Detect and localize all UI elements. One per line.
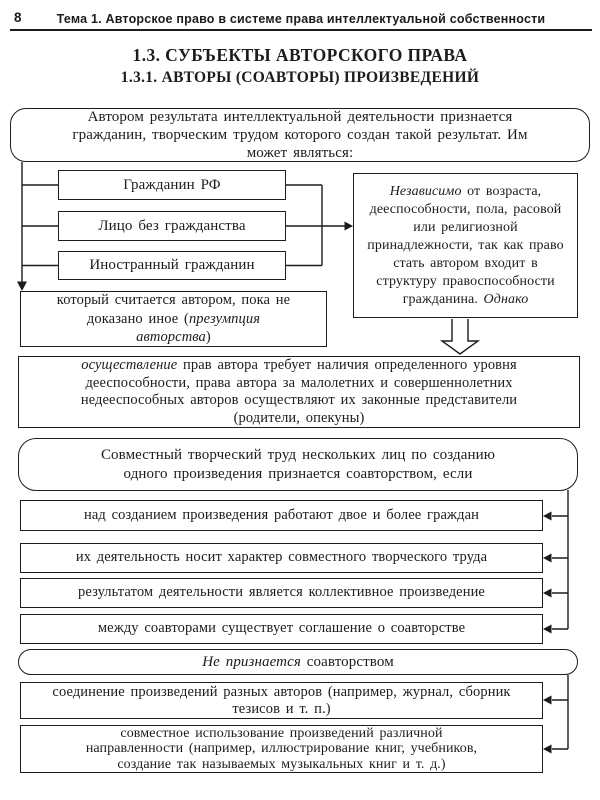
capacity-text: осуществление прав автора требует наличи…	[80, 357, 518, 426]
arrowhead-left-d2	[543, 744, 552, 754]
presumption-box: который считается автором, пока не доказ…	[20, 291, 327, 347]
page-number: 8	[14, 10, 22, 25]
independence-box: Независимо от возраста, дееспособности, …	[353, 173, 578, 318]
coauthorship-header-box: Совместный творческий труд нескольких ли…	[18, 438, 578, 491]
condition-box-1: над созданием произведения работают двое…	[20, 500, 543, 531]
not-coauthorship-item-2: совместное использование произведений ра…	[20, 725, 543, 773]
condition-text-1: над созданием произведения работают двое…	[84, 506, 479, 523]
down-block-arrow	[439, 319, 481, 355]
subsection-title: 1.3.1. АВТОРЫ (СОАВТОРЫ) ПРОИЗВЕДЕНИЙ	[120, 69, 480, 86]
arrowhead-left-c1	[543, 511, 552, 521]
right-branch-lines	[286, 184, 322, 267]
citizen-rf-box: Гражданин РФ	[58, 170, 286, 200]
author-definition-box: Автором результата интеллектуальной деят…	[10, 108, 590, 162]
arrowhead-left-c4	[543, 624, 552, 634]
not-coauthorship-item-1: соединение произведений разных авторов (…	[20, 682, 543, 719]
condition-arrow-lines	[552, 515, 568, 630]
not-coauthorship-text-1: соединение произведений разных авторов (…	[52, 683, 511, 717]
condition-text-4: между соавторами существует соглашение о…	[97, 620, 466, 637]
independence-text: Независимо от возраста, дееспособности, …	[367, 183, 564, 307]
capacity-box: осуществление прав автора требует наличи…	[18, 356, 580, 428]
arrowhead-left-c3	[543, 588, 552, 598]
condition-text-2: их деятельность носит характер совместно…	[75, 549, 488, 566]
condition-box-4: между соавторами существует соглашение о…	[20, 614, 543, 644]
section-title: 1.3. СУБЪЕКТЫ АВТОРСКОГО ПРАВА	[132, 45, 468, 65]
foreign-citizen-box: Иностранный гражданин	[58, 251, 286, 280]
citizen-rf-text: Гражданин РФ	[123, 176, 221, 193]
not-coauthorship-header-text: Не признается соавторством	[202, 653, 394, 670]
arrowhead-left-c2	[543, 553, 552, 563]
arrowhead-left-d1	[543, 695, 552, 705]
stateless-person-box: Лицо без гражданства	[58, 211, 286, 241]
notco-arrow-lines	[552, 699, 568, 750]
coauthorship-header-text: Совместный творческий труд нескольких ли…	[100, 446, 496, 482]
left-branch-lines	[22, 184, 58, 267]
running-header-text: Тема 1. Авторское право в системе права …	[56, 11, 546, 26]
not-coauthorship-header-box: Не признается соавторством	[18, 649, 578, 675]
foreign-citizen-text: Иностранный гражданин	[89, 257, 255, 274]
stateless-person-text: Лицо без гражданства	[98, 217, 246, 234]
not-coauthorship-text-2: совместное использование произведений ра…	[85, 725, 478, 772]
condition-box-2: их деятельность носит характер совместно…	[20, 543, 543, 573]
condition-box-3: результатом деятельности является коллек…	[20, 578, 543, 608]
arrowhead-down	[17, 281, 27, 291]
condition-text-3: результатом деятельности является коллек…	[78, 584, 485, 601]
running-header: 8 Тема 1. Авторское право в системе прав…	[10, 8, 592, 31]
presumption-text: который считается автором, пока не доказ…	[56, 292, 291, 346]
arrowhead-right	[344, 221, 353, 231]
author-definition-text: Автором результата интеллектуальной деят…	[72, 109, 528, 161]
